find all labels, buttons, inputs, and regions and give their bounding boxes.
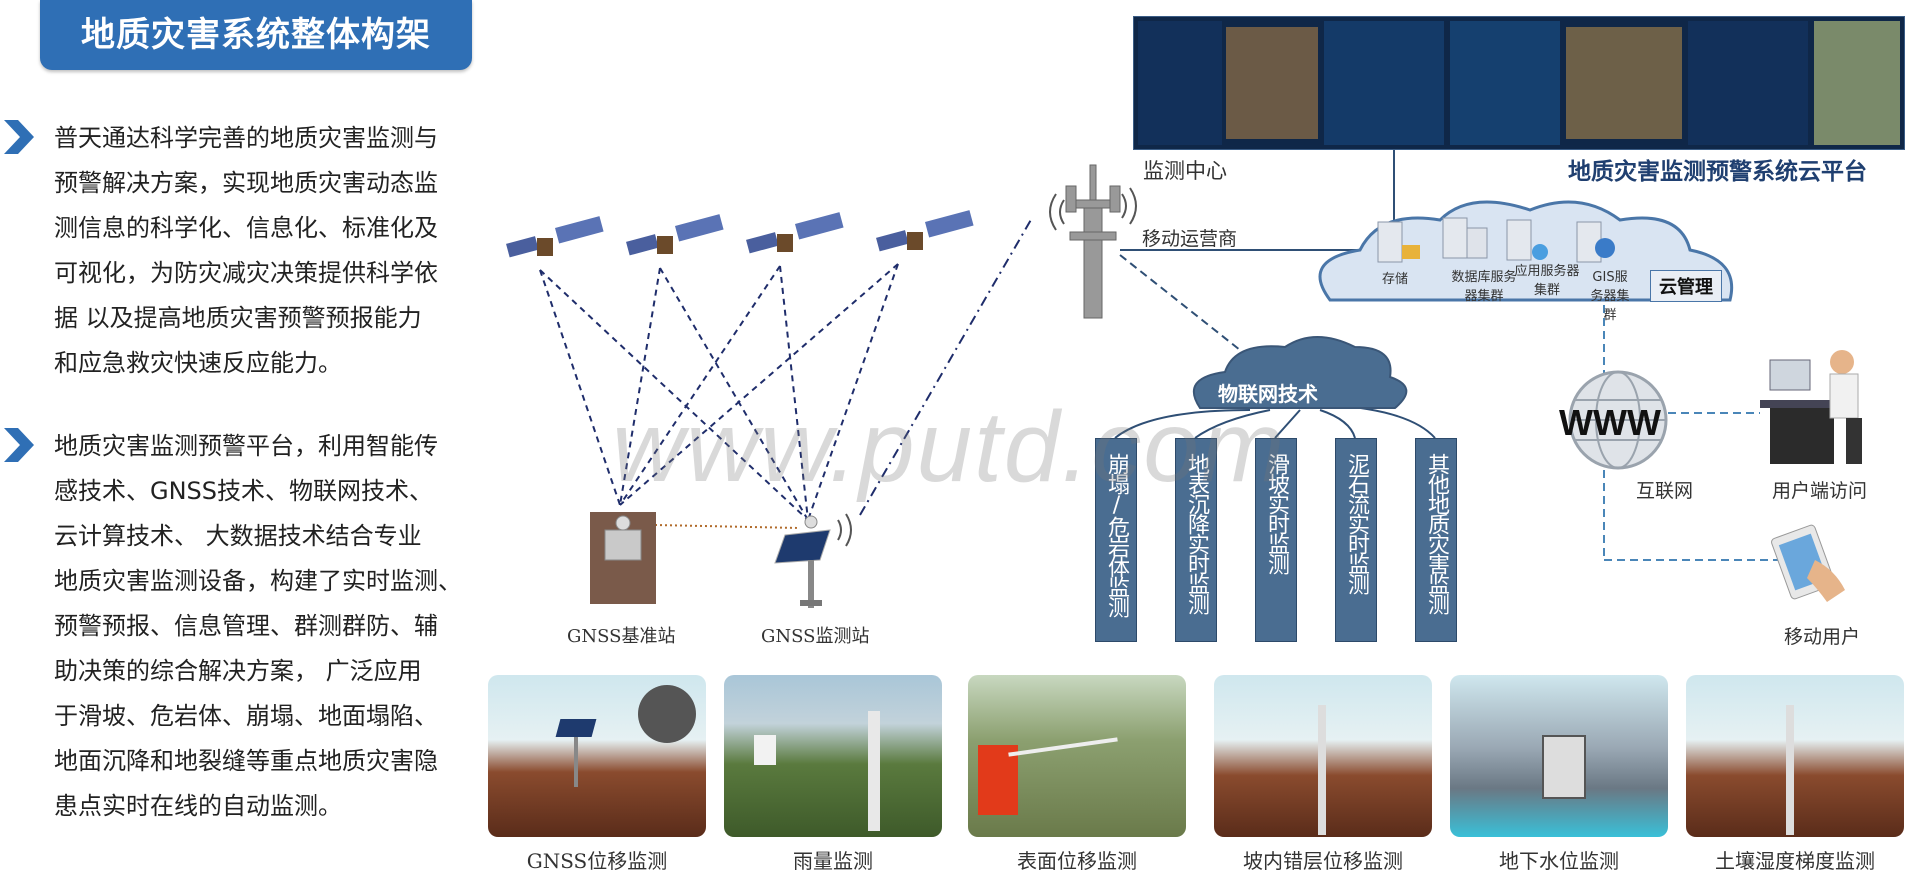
para-line: 患点实时在线的自动监测。 <box>54 792 342 820</box>
server-icon <box>1576 221 1615 263</box>
para-line: 预警解决方案，实现地质灾害动态监 <box>54 169 438 197</box>
monitor-type-box: 滑坡实时监测 <box>1255 438 1297 642</box>
para-line: 和应急救灾快速反应能力。 <box>54 349 342 377</box>
server-icon <box>1377 221 1420 263</box>
panel-label: GNSS位移监测 <box>526 849 668 873</box>
para-line: 地面沉降和地裂缝等重点地质灾害隐 <box>54 747 438 775</box>
para-line: 云计算技术、 大数据技术结合专业 <box>54 522 422 550</box>
user-access-label: 用户端访问 <box>1772 480 1868 502</box>
dashboard-screen <box>1138 21 1222 145</box>
para-line: 地质灾害监测设备，构建了实时监测、 <box>54 567 462 595</box>
gnss-monitor-station-icon <box>774 513 852 608</box>
cabinet-icon <box>978 745 1018 815</box>
para-line: 感技术、GNSS技术、物联网技术、 <box>54 477 434 505</box>
chevron-right-icon <box>4 428 34 462</box>
map-screen <box>1566 27 1682 139</box>
panel-label: 雨量监测 <box>793 849 873 873</box>
monitor-type-label: 滑坡实时监测 <box>1264 453 1289 573</box>
gnss-monitor-label: GNSS监测站 <box>761 626 870 647</box>
gnss-base-label: GNSS基准站 <box>567 626 676 647</box>
groundwater-panel-image <box>1450 675 1668 837</box>
satellite-icon <box>506 216 604 258</box>
satellite-icon <box>746 212 844 254</box>
intro-paragraph: 普天通达科学完善的地质灾害监测与 预警解决方案，实现地质灾害动态监 测信息的科学… <box>54 116 474 386</box>
para-line: 普天通达科学完善的地质灾害监测与 <box>54 124 438 152</box>
cell-tower-icon <box>1065 164 1121 319</box>
gnss-panel-image <box>488 675 706 837</box>
cloud-platform-label: 地质灾害监测预警系统云平台 <box>1568 158 1867 185</box>
chevron-right-icon <box>4 120 34 154</box>
monitor-type-box: 地表沉降实时监测 <box>1175 438 1217 642</box>
wireless-link <box>859 217 1033 516</box>
panel-label: 表面位移监测 <box>1017 849 1137 873</box>
map-screen <box>1226 27 1318 139</box>
satellite-links <box>539 263 899 521</box>
rain-panel-image <box>724 675 942 837</box>
page-title: 地质灾害系统整体构架 <box>40 0 472 70</box>
soil-panel-image <box>1686 675 1904 837</box>
server-icon <box>1506 219 1548 261</box>
monitor-type-box: 崩塌/危岩体监测 <box>1095 438 1137 642</box>
inset-photo <box>638 685 696 743</box>
slope-panel-image <box>1214 675 1432 837</box>
monitor-center-label: 监测中心 <box>1143 159 1227 183</box>
gnss-base-station-icon <box>590 512 656 604</box>
signal-icon <box>1049 187 1137 231</box>
base-link <box>654 524 801 529</box>
para-line: 于滑坡、危岩体、崩塌、地面塌陷、 <box>54 702 438 730</box>
www-label: WWW <box>1559 402 1661 443</box>
para-line: 助决策的综合解决方案， 广泛应用 <box>54 657 422 685</box>
internet-label: 互联网 <box>1636 480 1694 502</box>
watermark: www.putd.com <box>612 391 1287 503</box>
iot-link <box>1119 254 1241 351</box>
monitor-type-box: 其他地质灾害监测 <box>1415 438 1457 642</box>
cloud-item-db: 数据库服务器集群 <box>1451 270 1517 304</box>
satellite-icon <box>876 210 974 252</box>
panel-label: 地下水位监测 <box>1499 849 1619 873</box>
para-line: 地质灾害监测预警平台，利用智能传 <box>54 432 438 460</box>
surface-panel-image <box>968 675 1186 837</box>
platform-paragraph: 地质灾害监测预警平台，利用智能传 感技术、GNSS技术、物联网技术、 云计算技术… <box>54 424 474 829</box>
panel-label: 坡内错层位移监测 <box>1243 849 1403 873</box>
desktop-user-icon <box>1760 350 1862 464</box>
cloud-item-app: 应用服务器集群 <box>1514 264 1580 298</box>
monitor-type-box: 泥石流实时监测 <box>1335 438 1377 642</box>
photo-screen <box>1814 21 1900 145</box>
monitor-type-label: 其他地质灾害监测 <box>1424 453 1449 613</box>
monitor-type-label: 地表沉降实时监测 <box>1184 453 1209 613</box>
panel-label: 土壤湿度梯度监测 <box>1715 849 1875 873</box>
satellite-icon <box>626 214 724 256</box>
para-line: 据 以及提高地质灾害预警预报能力 <box>54 304 422 332</box>
para-line: 测信息的科学化、信息化、标准化及 <box>54 214 438 242</box>
www-globe-icon <box>1568 370 1668 470</box>
monitor-type-label: 崩塌/危岩体监测 <box>1104 453 1129 616</box>
para-line: 预警预报、信息管理、群测群防、辅 <box>54 612 438 640</box>
cloud-manage-badge: 云管理 <box>1650 270 1722 302</box>
chart-screen <box>1324 21 1444 145</box>
stats-screen <box>1450 21 1560 145</box>
mobile-user-label: 移动用户 <box>1784 626 1861 648</box>
monitor-wall <box>1133 16 1905 150</box>
solar-station-icon <box>555 719 597 737</box>
iot-label: 物联网技术 <box>1218 382 1318 406</box>
iot-cloud <box>1192 336 1408 409</box>
para-line: 可视化，为防灾减灾决策提供科学依 <box>54 259 438 287</box>
cloud-item-gis: GIS服务器集群 <box>1590 270 1630 323</box>
monitor-type-label: 泥石流实时监测 <box>1344 453 1369 593</box>
mobile-operator-label: 移动运营商 <box>1142 228 1238 250</box>
cloud-item-storage: 存储 <box>1382 272 1409 287</box>
server-icon <box>1442 217 1488 259</box>
tablet-icon <box>1771 524 1845 602</box>
rain-gauge-icon <box>868 711 880 831</box>
list-screen <box>1688 21 1808 145</box>
